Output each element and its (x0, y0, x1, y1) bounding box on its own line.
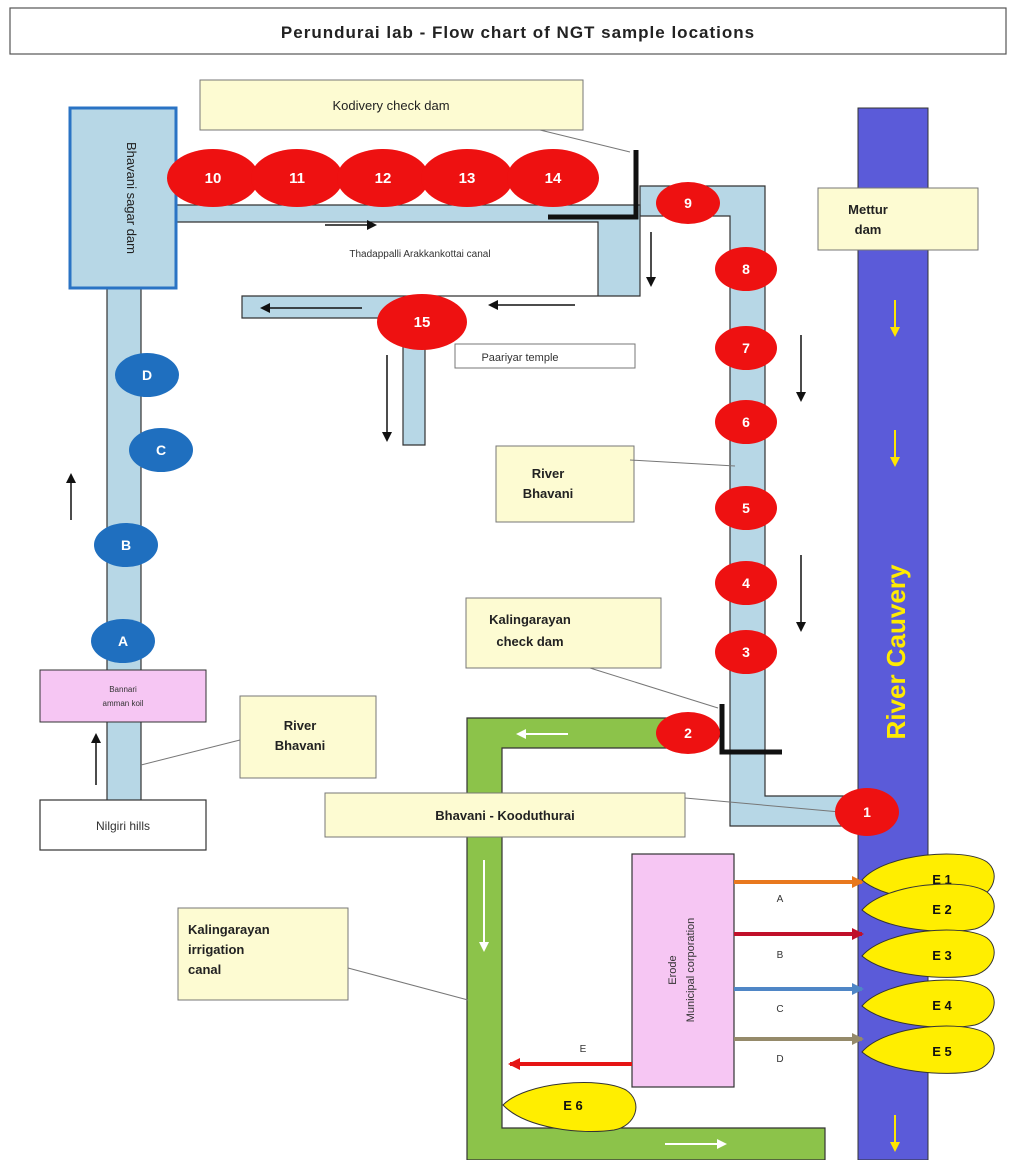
svg-text:14: 14 (545, 170, 562, 187)
svg-text:2: 2 (684, 725, 692, 741)
kodivery-leader (539, 129, 631, 153)
sample-point-a: A (91, 619, 155, 663)
sample-point-8: 8 (715, 247, 777, 291)
effluent-point-e5: E 5 (861, 1025, 995, 1074)
svg-text:E 2: E 2 (932, 902, 952, 917)
kooduthurai-leader (684, 797, 841, 813)
svg-text:12: 12 (375, 170, 392, 187)
kalingarayan-check-1: Kalingarayan (489, 612, 571, 627)
kodivery-label: Kodivery check dam (332, 98, 449, 113)
mettur-dam-label-1: Mettur (848, 202, 888, 217)
sample-point-6: 6 (715, 400, 777, 444)
sample-point-7: 7 (715, 326, 777, 370)
svg-text:11: 11 (289, 170, 305, 187)
kodivery-callout (199, 79, 584, 131)
nilgiri-box (39, 799, 207, 851)
svg-text:8: 8 (742, 261, 750, 277)
sample-point-9: 9 (656, 182, 720, 224)
sample-point-4: 4 (715, 561, 777, 605)
kalingarayan-check-2: check dam (496, 634, 563, 649)
svg-text:13: 13 (459, 170, 476, 187)
drain-label-a: A (777, 894, 784, 905)
mettur-dam-label-2: dam (855, 222, 882, 237)
effluent-point-e4: E 4 (861, 979, 995, 1028)
sample-point-13: 13 (421, 149, 513, 207)
svg-text:B: B (121, 537, 131, 553)
svg-text:7: 7 (742, 340, 750, 356)
effluent-point-e2: E 2 (861, 883, 995, 932)
erode-label-1: Erode (667, 955, 679, 984)
sample-point-2: 2 (656, 712, 720, 754)
svg-text:E 5: E 5 (932, 1044, 952, 1059)
sample-point-c: C (129, 428, 193, 472)
svg-text:E 3: E 3 (932, 948, 952, 963)
effluent-point-e3: E 3 (861, 929, 995, 978)
svg-text:6: 6 (742, 414, 750, 430)
sample-point-d: D (115, 353, 179, 397)
svg-text:A: A (118, 633, 128, 649)
mettur-dam-box (817, 187, 979, 251)
river-bhavani-right-1: River (532, 466, 565, 481)
kodivery-check-dam-bar (548, 150, 639, 220)
river-cauvery-label: River Cauvery (881, 564, 911, 739)
thadappalli-label: Thadappalli Arakkankottai canal (349, 249, 490, 260)
svg-text:D: D (142, 367, 152, 383)
sample-point-1: 1 (835, 788, 899, 836)
river-bhavani-leader-right (629, 459, 736, 467)
svg-text:E 1: E 1 (932, 872, 952, 887)
kalingarayan-check-callout (465, 597, 662, 669)
bhavanisagar-dam-label: Bhavani sagar dam (124, 142, 139, 254)
svg-text:C: C (156, 442, 166, 458)
bannari-box (39, 669, 207, 723)
sample-point-12: 12 (337, 149, 429, 207)
kalingarayan-canal-leader (347, 967, 469, 1001)
paariyar-box (454, 343, 636, 369)
sample-point-14: 14 (507, 149, 599, 207)
kalingarayan-canal-3: canal (188, 962, 221, 977)
svg-text:1: 1 (863, 804, 871, 820)
sample-point-15: 15 (377, 294, 467, 350)
title: Perundurai lab - Flow chart of NGT sampl… (281, 23, 755, 42)
bhavanisagar-dam (68, 106, 178, 290)
river-bhavani-callout-left (239, 695, 377, 779)
drain-label-e: E (580, 1044, 587, 1055)
svg-text:15: 15 (414, 314, 431, 331)
river-bhavani-leader-left (140, 739, 241, 766)
title-box (9, 7, 1007, 55)
erode-box (631, 853, 735, 1088)
kalingarayan-check-dam-bar (719, 704, 782, 755)
nilgiri-label: Nilgiri hills (96, 819, 150, 833)
drain-label-c: C (776, 1004, 783, 1015)
svg-text:4: 4 (742, 575, 750, 591)
sample-point-10: 10 (167, 149, 259, 207)
bannari-2: amman koil (103, 699, 144, 708)
kalingarayan-canal-callout (177, 907, 349, 1001)
river-bhavani-left-2: Bhavani (275, 738, 326, 753)
svg-text:5: 5 (742, 500, 750, 516)
drain-label-b: B (777, 950, 784, 961)
erode-label-2: Municipal corporation (685, 918, 697, 1023)
drain-label-d: D (776, 1054, 783, 1065)
kooduthurai-label: Bhavani - Kooduthurai (435, 808, 574, 823)
effluent-point-e6: E 6 (502, 1082, 637, 1132)
sample-point-3: 3 (715, 630, 777, 674)
sample-point-11: 11 (251, 149, 343, 207)
kalingarayan-canal-2: irrigation (188, 942, 244, 957)
svg-text:E 6: E 6 (563, 1098, 583, 1113)
svg-text:10: 10 (205, 170, 222, 187)
kalingarayan-canal-1: Kalingarayan (188, 922, 270, 937)
svg-text:E 4: E 4 (932, 998, 952, 1013)
river-bhavani-callout-right (495, 445, 635, 523)
svg-text:3: 3 (742, 644, 750, 660)
svg-text:9: 9 (684, 195, 692, 211)
kalingarayan-check-leader (589, 667, 719, 709)
paariyar-label: Paariyar temple (481, 352, 558, 364)
sample-point-5: 5 (715, 486, 777, 530)
sample-point-b: B (94, 523, 158, 567)
river-bhavani-right-2: Bhavani (523, 486, 574, 501)
kooduthurai-callout (324, 792, 686, 838)
river-bhavani-left-1: River (284, 718, 317, 733)
bannari-1: Bannari (109, 685, 137, 694)
